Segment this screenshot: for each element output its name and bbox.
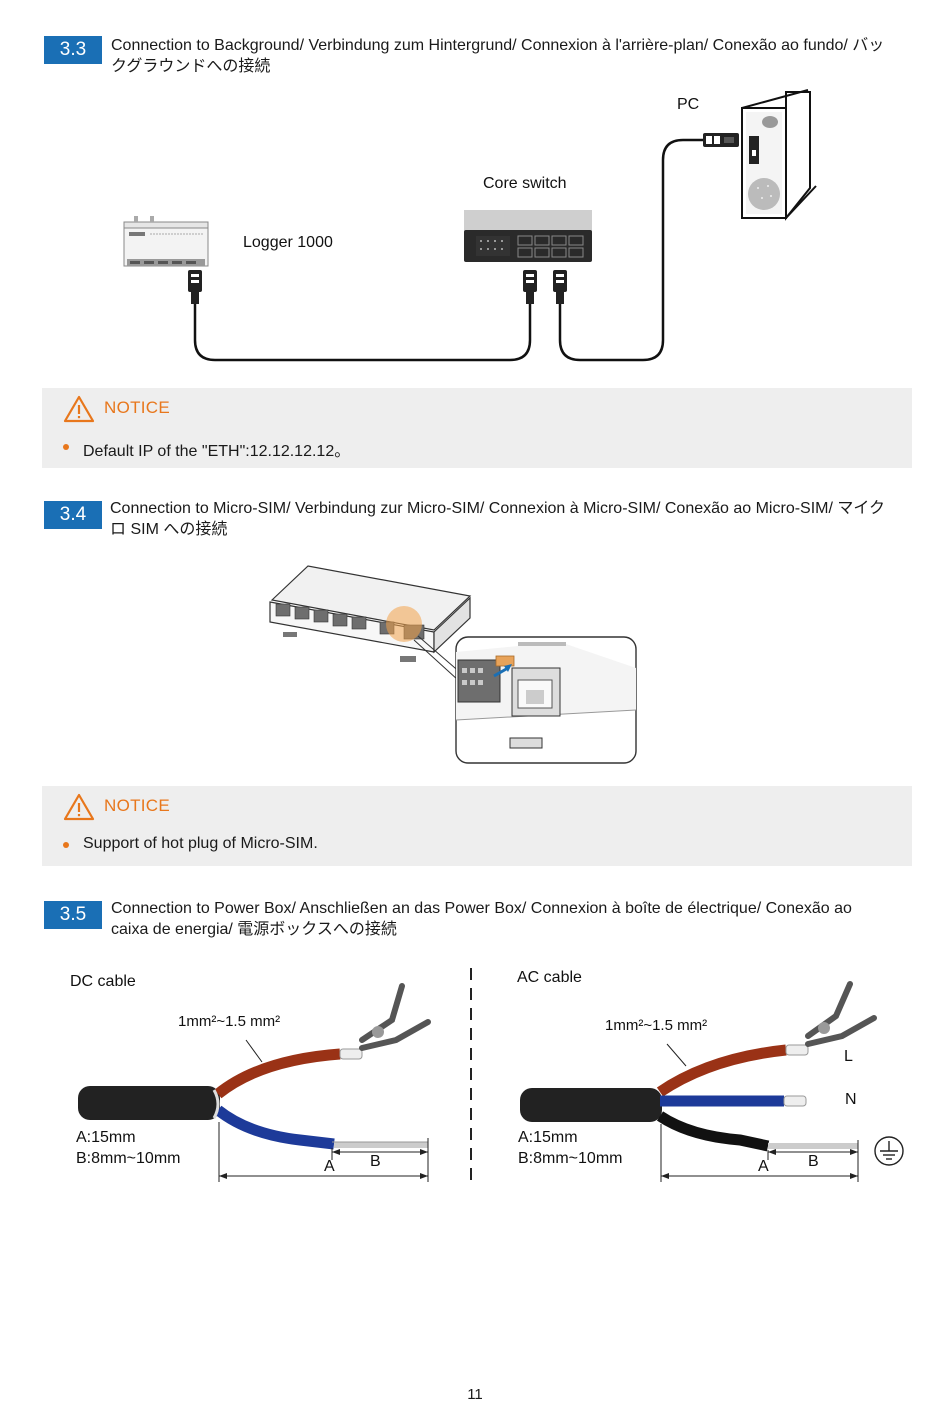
notice-title: NOTICE: [104, 796, 171, 815]
sim-zoom-panel: [455, 636, 637, 764]
wire-stripper-icon: [805, 981, 877, 1047]
dc-cable-title: DC cable: [70, 973, 136, 990]
notice-text: Default IP of the "ETH":12.12.12.12。: [83, 443, 351, 460]
dc-dim-a: A: [324, 1158, 335, 1175]
section-number-3-3: 3.3: [44, 36, 102, 64]
micro-sim-diagram: [269, 565, 637, 764]
bullet-dot: [63, 842, 69, 848]
dc-cable-area: 1mm²~1.5 mm²: [178, 1013, 281, 1030]
notice-box: NOTICE Support of hot plug of Micro-SIM.: [42, 786, 912, 866]
ac-wire-n-label: N: [845, 1091, 857, 1108]
ground-icon: [874, 1136, 904, 1166]
dc-a-spec: A:15mm: [76, 1129, 136, 1146]
dc-dimension-lines: [218, 1039, 429, 1182]
ac-a-spec: A:15mm: [518, 1129, 578, 1146]
pc-tower: [741, 82, 817, 221]
network-diagram: [123, 82, 817, 362]
logger-label: Logger 1000: [243, 234, 333, 251]
warning-icon: [63, 793, 95, 821]
section-number-3-4: 3.4: [44, 501, 102, 529]
page-number: 11: [467, 1386, 483, 1403]
ac-dim-a: A: [758, 1158, 769, 1175]
wire-stripper-icon: [359, 983, 431, 1051]
section-title-3-3: Connection to Background/ Verbindung zum…: [111, 37, 885, 75]
logger-device: [123, 216, 209, 267]
ac-dim-b: B: [808, 1153, 819, 1170]
dc-b-spec: B:8mm~10mm: [76, 1150, 181, 1167]
dc-cable: [78, 1048, 428, 1150]
ac-wire-l-label: L: [844, 1048, 853, 1065]
bullet-dot: [63, 444, 69, 450]
dc-dim-b: B: [370, 1153, 381, 1170]
ac-dimension-lines: [660, 1043, 859, 1182]
notice-title: NOTICE: [104, 398, 171, 417]
core-switch-device: [464, 210, 592, 262]
warning-icon: [63, 395, 95, 423]
notice-text: Support of hot plug of Micro-SIM.: [83, 835, 318, 852]
section-number-3-5: 3.5: [44, 901, 102, 929]
logger-device-iso: [269, 565, 472, 662]
ac-b-spec: B:8mm~10mm: [518, 1150, 623, 1167]
pc-label: PC: [677, 96, 700, 113]
notice-box: NOTICE Default IP of the "ETH":12.12.12.…: [42, 388, 912, 468]
cable-diagram: [78, 968, 904, 1186]
ac-cable-area: 1mm²~1.5 mm²: [605, 1017, 708, 1034]
core-switch-label: Core switch: [483, 175, 567, 192]
section-title-3-5: Connection to Power Box/ Anschließen an …: [111, 900, 852, 938]
pc-plug: [703, 133, 739, 147]
section-title-3-4: Connection to Micro-SIM/ Verbindung zur …: [110, 500, 886, 538]
ac-cable: [520, 1044, 858, 1152]
ac-cable-title: AC cable: [517, 969, 582, 986]
